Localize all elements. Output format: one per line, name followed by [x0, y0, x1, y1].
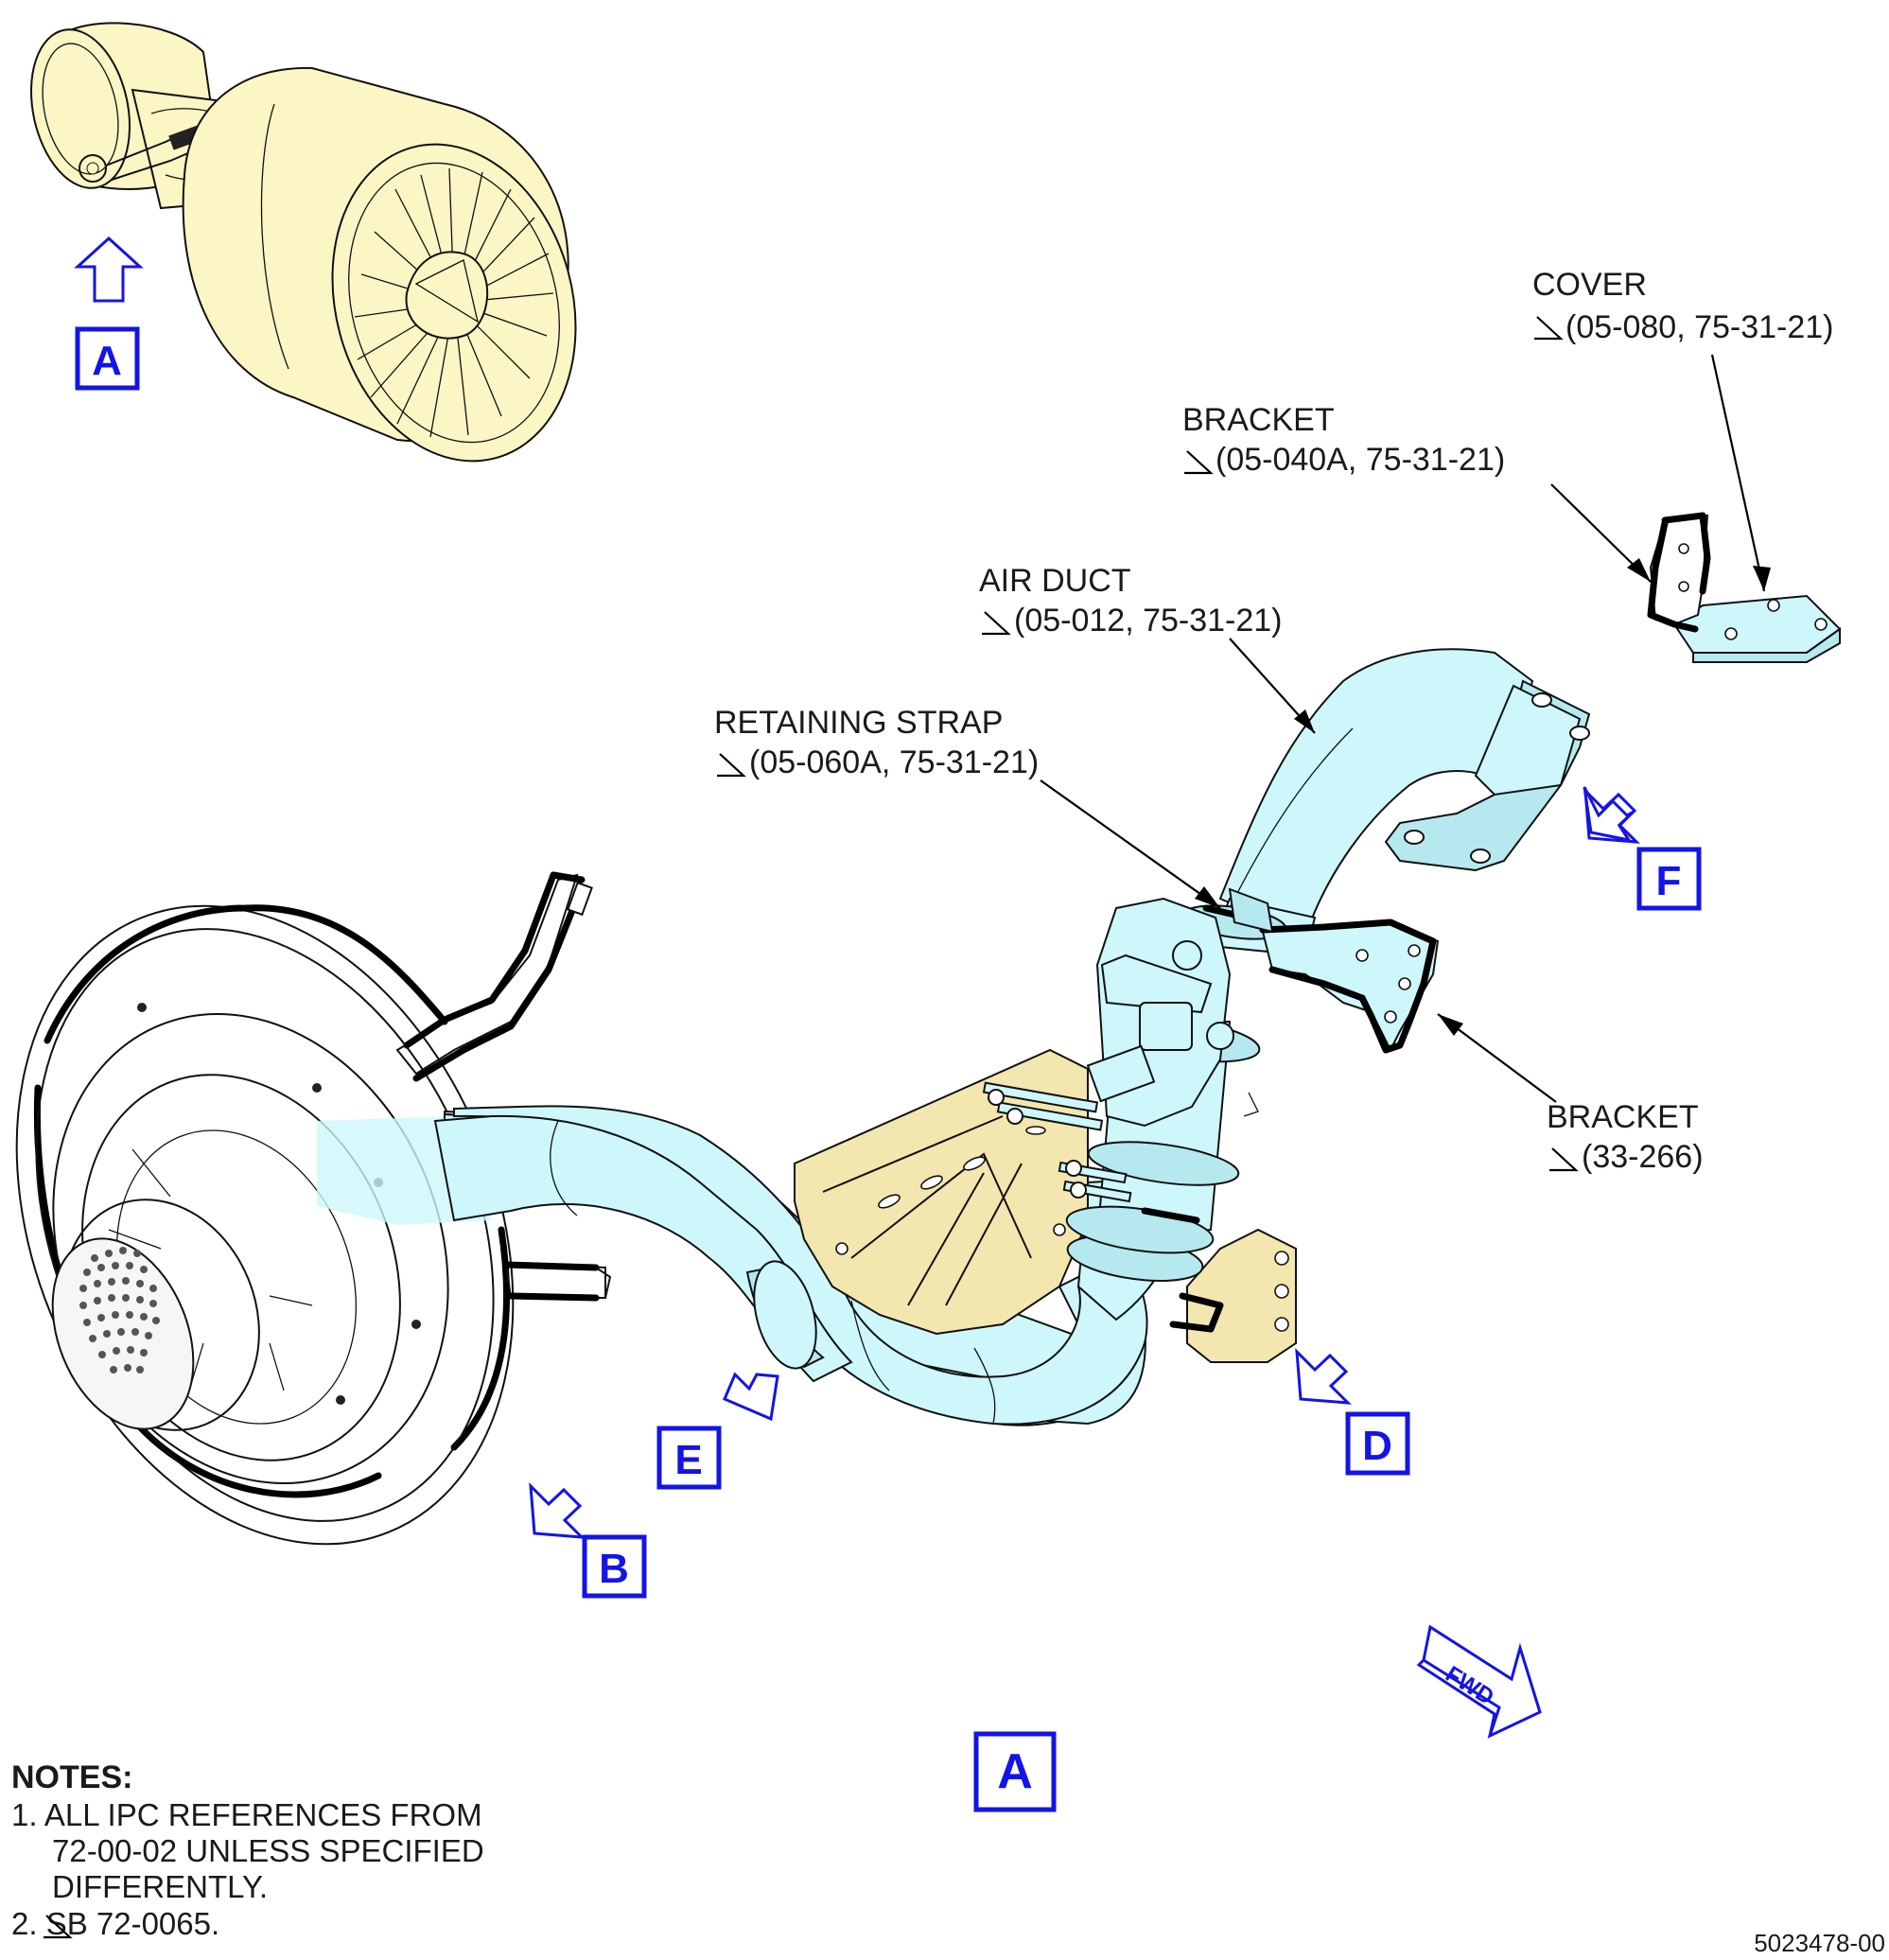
- sb-flag-icon: [1534, 316, 1564, 341]
- callout-air-duct: AIR DUCT (05-012, 75-31-21): [979, 563, 1316, 734]
- exhaust-strut-lower: [502, 1261, 612, 1302]
- view-a-locator-label: A: [75, 326, 140, 391]
- svg-text:D: D: [1362, 1423, 1392, 1469]
- svg-text:A: A: [997, 1744, 1033, 1799]
- view-a-main-label: A: [973, 1731, 1057, 1812]
- note-line-4: 2. SB 72-0065.: [11, 1906, 219, 1941]
- exhaust-strut-upper: [395, 871, 593, 1082]
- cover-reference: (05-080, 75-31-21): [1565, 309, 1834, 345]
- callout-retaining-strap: RETAINING STRAP (05-060A, 75-31-21): [714, 705, 1221, 909]
- view-a-locator-arrow: [74, 236, 144, 303]
- notes-heading: NOTES:: [11, 1759, 132, 1795]
- note-line-3: DIFFERENTLY.: [52, 1869, 268, 1904]
- forward-direction-indicator: FWD: [1416, 1624, 1542, 1739]
- engine-locator-view: [29, 22, 577, 463]
- svg-text:B: B: [599, 1546, 629, 1592]
- air-duct-reference: (05-012, 75-31-21): [1014, 603, 1283, 639]
- sb-flag-icon: [1549, 1147, 1579, 1172]
- svg-text:F: F: [1656, 858, 1682, 904]
- notes-block: NOTES: 1. ALL IPC REFERENCES FROM 72-00-…: [11, 1759, 484, 1941]
- sb-flag-icon: [44, 1915, 73, 1939]
- air-duct-elbow-flange: [1384, 679, 1591, 872]
- bracket-right-label: BRACKET: [1547, 1099, 1699, 1135]
- support-bracket-tan-right: [1169, 1228, 1297, 1363]
- sb-flag-icon: [717, 753, 746, 778]
- view-b-label: B: [582, 1534, 647, 1599]
- bracket-33-266-shape: [1259, 919, 1440, 1054]
- note-line-1: 1. ALL IPC REFERENCES FROM: [11, 1797, 482, 1832]
- retaining-strap-shape: [1202, 887, 1274, 934]
- view-e-arrow: [723, 1372, 779, 1422]
- retaining-strap-label: RETAINING STRAP: [714, 705, 1003, 741]
- bracket-right-reference: (33-266): [1582, 1139, 1704, 1175]
- view-f-arrow: [1583, 786, 1640, 844]
- svg-text:E: E: [674, 1437, 702, 1483]
- exhaust-assembly: [15, 904, 515, 1546]
- callout-cover: COVER (05-080, 75-31-21): [1532, 267, 1834, 592]
- bracket-top-label: BRACKET: [1182, 402, 1335, 438]
- view-d-arrow: [1295, 1348, 1352, 1405]
- svg-text:A: A: [92, 338, 122, 384]
- view-e-label: E: [656, 1426, 722, 1490]
- view-f-label: F: [1636, 847, 1702, 911]
- air-duct-label: AIR DUCT: [979, 563, 1131, 599]
- callout-bracket-right: BRACKET (33-266): [1437, 1013, 1704, 1175]
- valve-actuator-assembly: [982, 897, 1259, 1203]
- bracket-top-reference: (05-040A, 75-31-21): [1216, 442, 1505, 478]
- sb-flag-icon: [1184, 450, 1214, 475]
- top-cover-bracket: [1647, 512, 1842, 663]
- cover-label: COVER: [1532, 267, 1647, 303]
- figure-number: 5023478-00: [1754, 1929, 1885, 1957]
- note-line-2: 72-00-02 UNLESS SPECIFIED: [52, 1833, 484, 1868]
- view-b-arrow: [529, 1482, 586, 1539]
- retaining-strap-reference: (05-060A, 75-31-21): [749, 744, 1039, 780]
- callout-bracket-top: BRACKET (05-040A, 75-31-21): [1182, 402, 1652, 583]
- sb-flag-icon: [982, 611, 1011, 636]
- view-d-label: D: [1345, 1411, 1410, 1476]
